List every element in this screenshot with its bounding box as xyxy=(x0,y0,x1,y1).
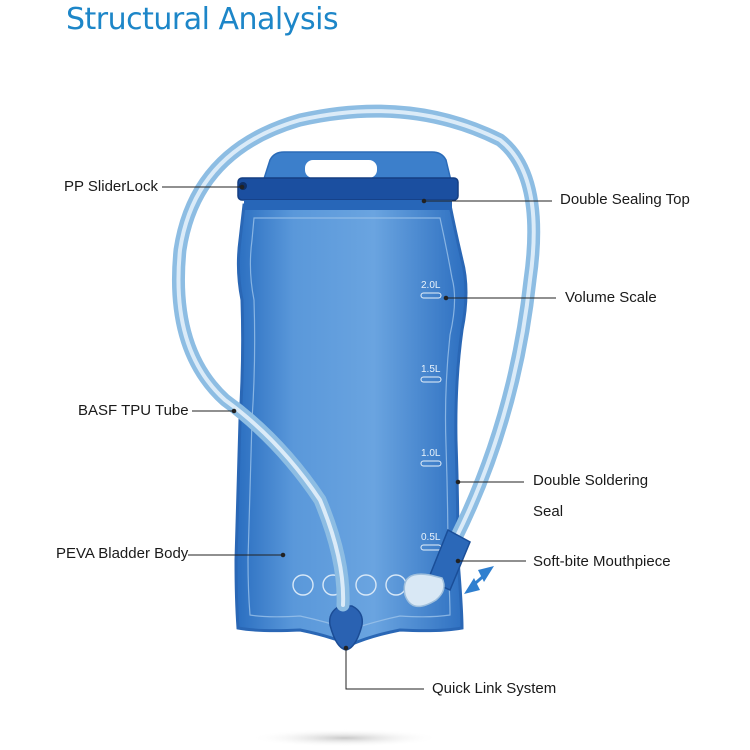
page-title: Structural Analysis xyxy=(66,2,339,37)
volume-mark-label: 2.0L xyxy=(421,280,441,291)
bladder-body xyxy=(234,203,468,647)
volume-mark-tick xyxy=(420,376,442,383)
label-tube: BASF TPU Tube xyxy=(78,402,189,419)
label-volume-scale: Volume Scale xyxy=(565,289,657,306)
label-mouthpiece: Soft-bite Mouthpiece xyxy=(533,553,671,570)
ground-shadow xyxy=(250,729,440,747)
volume-mark-tick xyxy=(420,460,442,467)
label-slider-lock: PP SliderLock xyxy=(64,178,158,195)
volume-mark-label: 1.0L xyxy=(421,448,441,459)
tpu-tube-highlight xyxy=(176,109,536,607)
leader-lines xyxy=(162,184,556,690)
label-bladder-body: PEVA Bladder Body xyxy=(56,545,189,562)
label-soldering-seal-line1: Double Soldering xyxy=(533,472,649,489)
label-soldering-seal-line2: Seal xyxy=(533,503,564,520)
slider-lock-bar xyxy=(237,177,459,201)
volume-mark-tick xyxy=(420,292,442,299)
no-odor-icon xyxy=(355,574,377,596)
handle-hole xyxy=(305,160,377,178)
label-sealing-top: Double Sealing Top xyxy=(560,191,690,208)
sealing-top-strip xyxy=(244,200,452,210)
leader-quick-link xyxy=(345,648,424,690)
soft-bite-mouthpiece xyxy=(403,528,471,608)
adjust-arrow-icon xyxy=(464,566,494,594)
volume-mark-label: 0.5L xyxy=(421,532,441,543)
label-quick-link: Quick Link System xyxy=(432,680,557,697)
volume-scale: 2.0L 1.5L 1.0L 0.5L xyxy=(420,280,442,551)
quick-link-connector xyxy=(328,605,364,651)
volume-mark-label: 1.5L xyxy=(421,364,441,375)
temperature-icon xyxy=(292,574,314,596)
